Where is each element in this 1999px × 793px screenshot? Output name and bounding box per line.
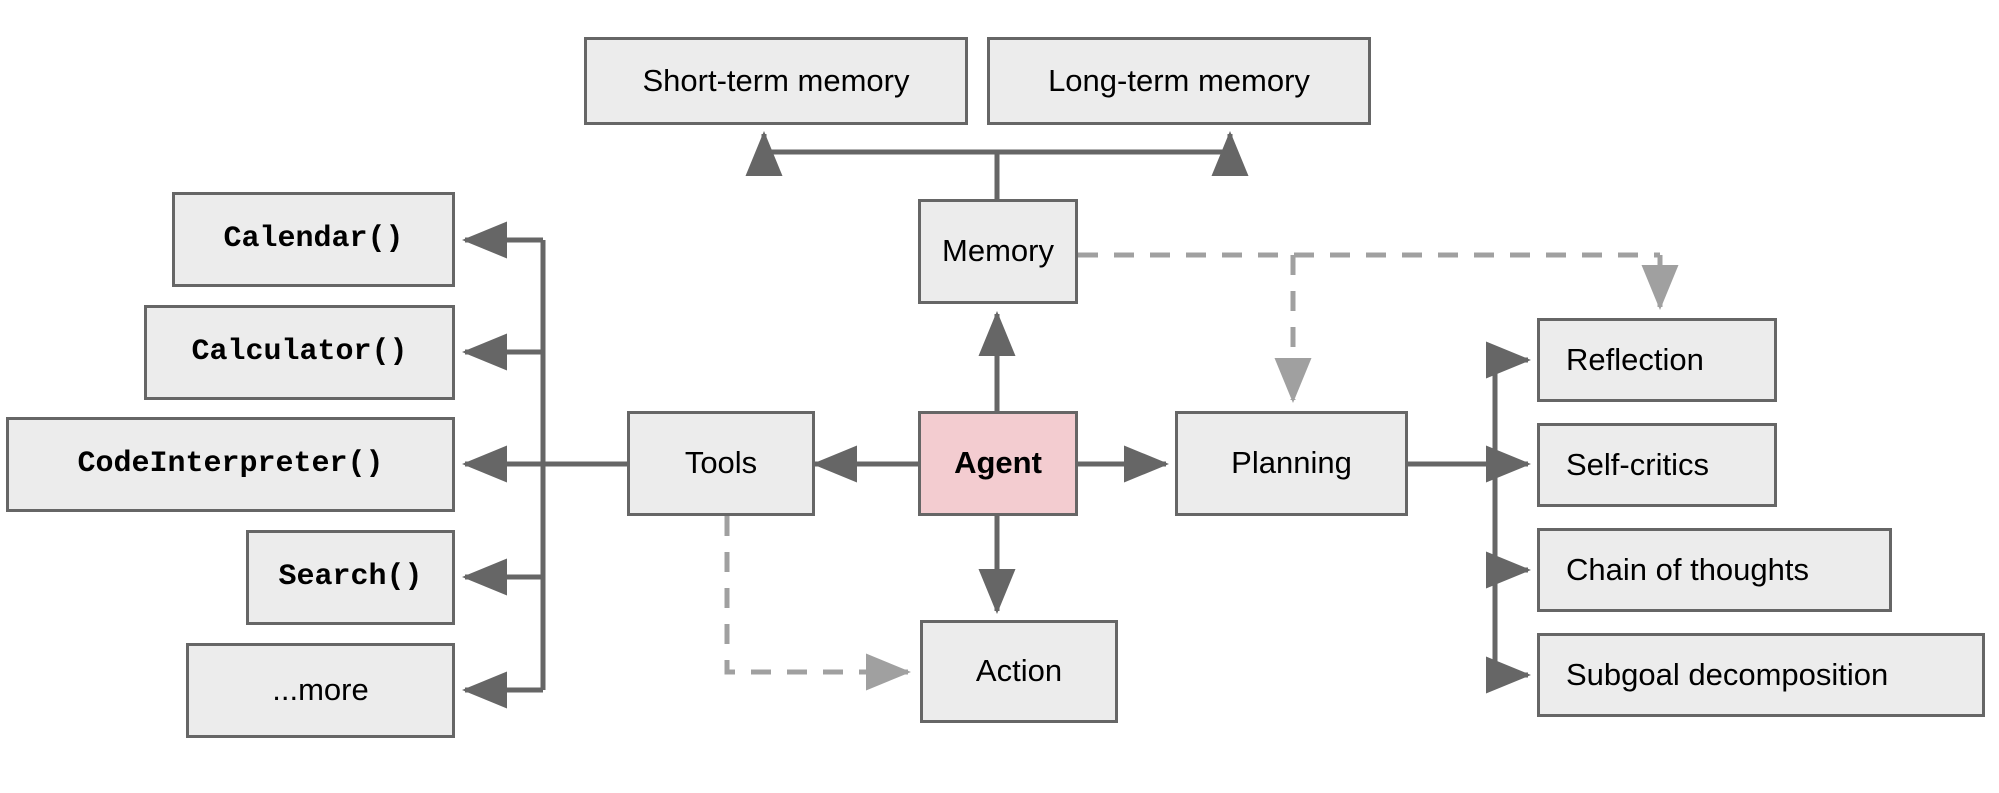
node-more-tools[interactable]: ...more <box>186 643 455 738</box>
node-label: Tools <box>684 445 758 481</box>
node-label: CodeInterpreter() <box>77 447 384 481</box>
node-label: Calculator() <box>191 335 408 369</box>
node-memory[interactable]: Memory <box>918 199 1078 304</box>
node-search-tool[interactable]: Search() <box>246 530 455 625</box>
node-label: Chain of thoughts <box>1566 551 1810 587</box>
node-label: Action <box>975 653 1063 689</box>
node-calculator-tool[interactable]: Calculator() <box>144 305 455 400</box>
node-code-interpreter-tool[interactable]: CodeInterpreter() <box>6 417 455 512</box>
node-self-critics[interactable]: Self-critics <box>1537 423 1777 507</box>
node-short-term-memory[interactable]: Short-term memory <box>584 37 968 125</box>
node-label: ...more <box>272 672 369 708</box>
node-reflection[interactable]: Reflection <box>1537 318 1777 402</box>
node-label: Subgoal decomposition <box>1566 656 1889 692</box>
node-tools[interactable]: Tools <box>627 411 815 516</box>
node-subgoal-decomposition[interactable]: Subgoal decomposition <box>1537 633 1985 717</box>
node-agent[interactable]: Agent <box>918 411 1078 516</box>
node-planning[interactable]: Planning <box>1175 411 1408 516</box>
node-label: Self-critics <box>1566 446 1709 482</box>
node-label: Short-term memory <box>642 62 910 98</box>
node-label: Memory <box>942 233 1054 269</box>
node-label: Agent <box>954 445 1042 481</box>
node-chain-of-thoughts[interactable]: Chain of thoughts <box>1537 528 1892 612</box>
node-action[interactable]: Action <box>920 620 1118 723</box>
node-label: Long-term memory <box>1048 62 1310 98</box>
node-label: Planning <box>1231 445 1352 481</box>
node-long-term-memory[interactable]: Long-term memory <box>987 37 1371 125</box>
node-label: Calendar() <box>223 222 404 256</box>
node-calendar-tool[interactable]: Calendar() <box>172 192 455 287</box>
node-label: Reflection <box>1566 341 1704 377</box>
edge-tools-dashed-to-action <box>724 516 912 691</box>
node-label: Search() <box>278 560 423 594</box>
